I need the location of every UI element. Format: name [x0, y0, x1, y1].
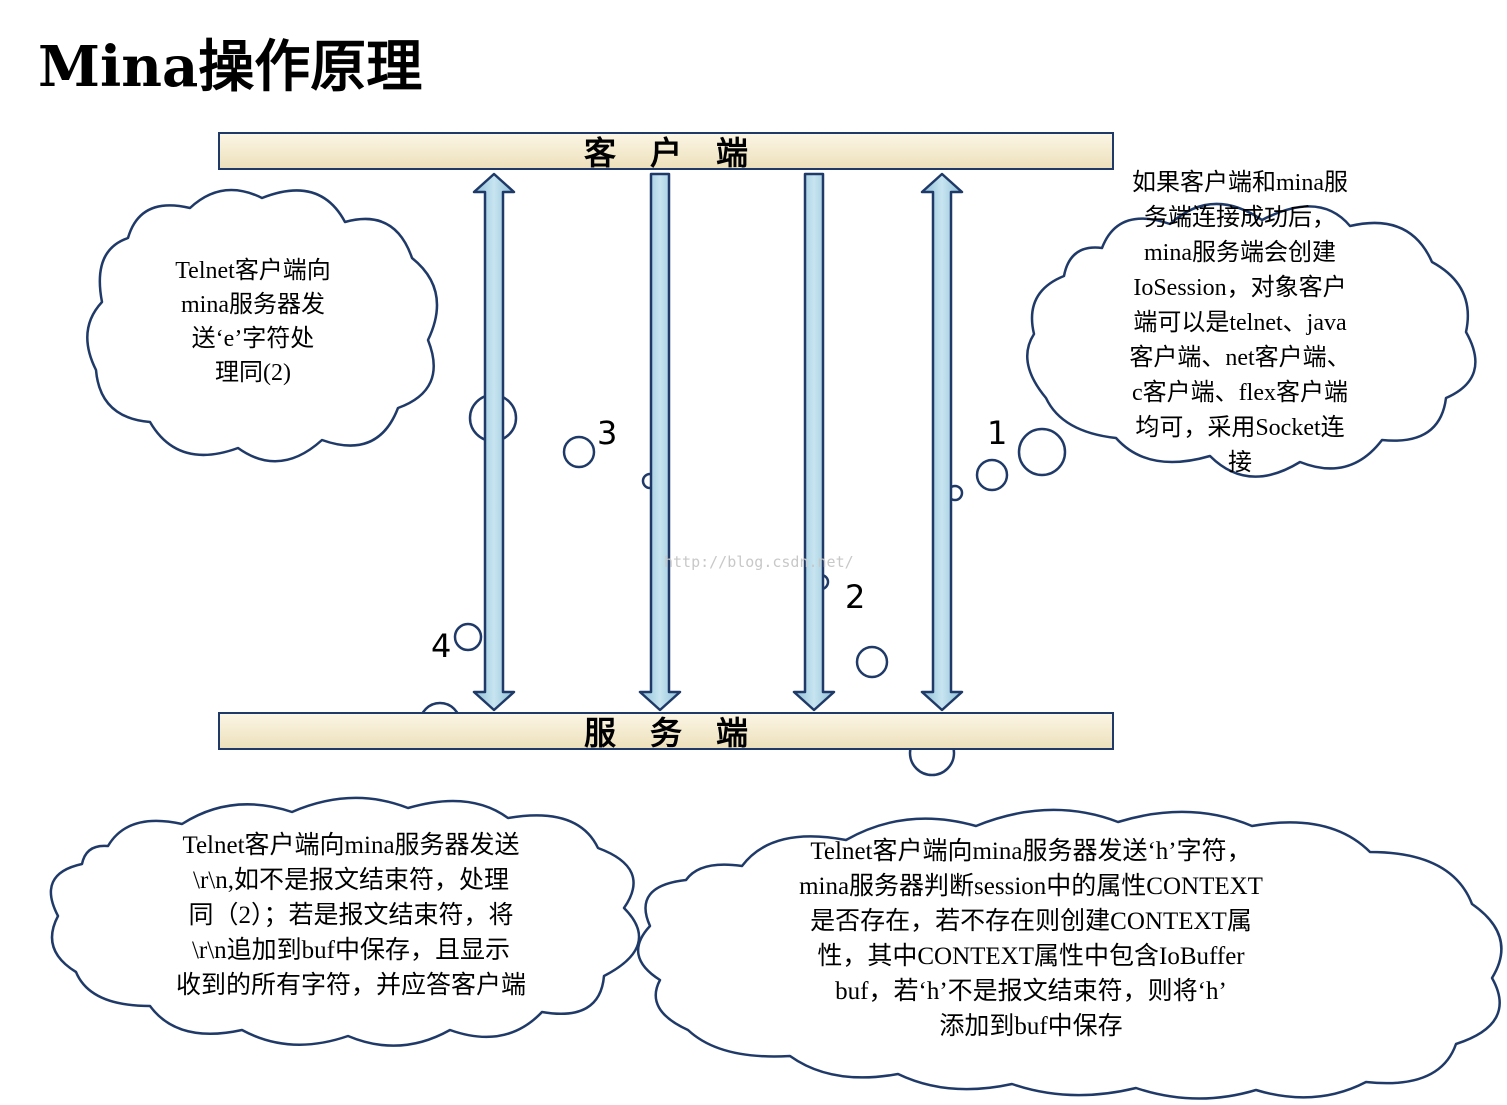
step-label-1: 1 [987, 414, 1008, 452]
callout-bottom-left-text: Telnet客户端向mina服务器发送\r\n,如不是报文结束符，处理同（2）；… [175, 832, 526, 999]
step-label-2: 2 [845, 578, 866, 616]
double-arrow-4 [472, 172, 516, 712]
cloud-top-left [86, 188, 439, 463]
callout-bottom-right-text: Telnet客户端向mina服务器发送‘h’字符，mina服务器判断sessio… [799, 838, 1263, 1040]
bubble [562, 435, 596, 469]
step-label-3: 3 [597, 414, 618, 452]
server-bar-label: 服务端 [583, 714, 782, 752]
bubble [1017, 427, 1067, 477]
client-bar: 客户端 [218, 132, 1114, 172]
server-bar: 服务端 [218, 712, 1114, 752]
client-bar-label: 客户端 [583, 134, 782, 172]
watermark: http://blog.csdn.net/ [664, 553, 854, 571]
page-title: Mina操作原理 [38, 34, 423, 100]
bubble [975, 458, 1009, 492]
down-arrow-2 [792, 172, 836, 712]
cloud-bottom-left [49, 796, 641, 1047]
down-arrow-3 [638, 172, 682, 712]
arrows [472, 172, 964, 712]
bubble [855, 645, 889, 679]
double-arrow-1 [920, 172, 964, 712]
step-label-4: 4 [431, 627, 452, 665]
cloud-top-right [1026, 202, 1477, 478]
cloud-bottom-right [636, 808, 1503, 1100]
bubble [453, 622, 483, 652]
